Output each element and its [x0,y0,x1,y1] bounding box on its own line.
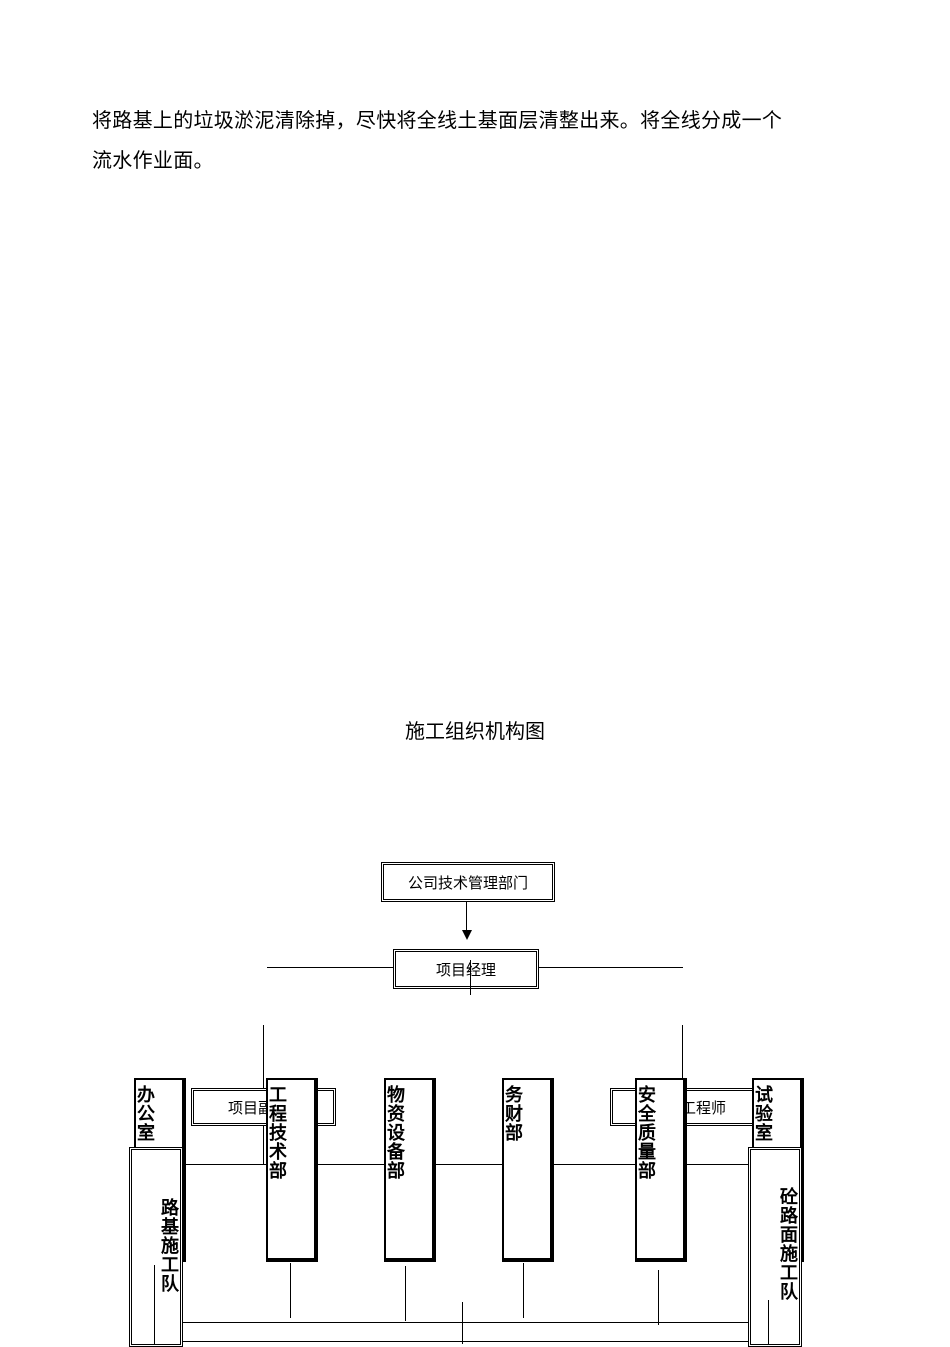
connector-company-manager [466,900,467,932]
chief-engineer-label: 工程师 [681,1098,727,1117]
company-tech-dept-box: 公司技术管理部门 [381,862,555,902]
body-paragraph: 将路基上的垃圾淤泥清除掉，尽快将全线土基面层清整出来。将全线分成一个 流水作业面… [92,100,872,180]
company-tech-dept-label: 公司技术管理部门 [407,873,528,892]
connector-team-bus-bottom [130,1341,800,1342]
connector-dept-bus [183,1164,753,1165]
dept-safety-box: 安全质量部 [635,1078,687,1262]
connector-team-bus-top [160,1322,780,1323]
paragraph-line-1: 将路基上的垃圾淤泥清除掉，尽快将全线土基面层清整出来。将全线分成一个 [92,108,783,132]
team-roadbed-label: 路基施工队 [161,1198,179,1295]
team-roadbed-inner-line [154,1265,155,1345]
connector-team-stem-1 [290,1263,291,1318]
deputy-manager-label: 项目副 [228,1098,274,1117]
project-manager-box: 项目经理 [393,949,539,989]
connector-team-stem-2 [405,1266,406,1321]
connector-manager-through [470,960,471,995]
dept-lab-label: 试验室 [755,1085,773,1144]
dept-engineering-label: 工程技术部 [269,1085,287,1182]
project-manager-label: 项目经理 [435,960,496,979]
connector-manager-right [537,967,683,968]
connector-team-stem-center [462,1302,463,1344]
dept-materials-label: 物资设备部 [387,1085,405,1182]
team-pavement-box: 砼路面施工队 [748,1147,802,1347]
org-chart-title: 施工组织机构图 [405,719,545,743]
dept-finance-label: 务财部 [505,1085,523,1144]
connector-team-stem-4 [658,1270,659,1325]
connector-manager-left [267,967,395,968]
team-roadbed-box: 路基施工队 [129,1147,183,1347]
dept-engineering-box: 工程技术部 [266,1078,318,1262]
team-pavement-inner-line [768,1300,769,1345]
paragraph-line-2: 流水作业面。 [92,148,214,172]
dept-finance-box: 务财部 [502,1078,554,1262]
dept-materials-box: 物资设备部 [384,1078,436,1262]
dept-office-label: 办公室 [137,1085,155,1144]
connector-team-stem-3 [523,1263,524,1318]
dept-safety-label: 安全质量部 [638,1085,656,1182]
team-pavement-label: 砼路面施工队 [780,1187,798,1303]
arrow-down-icon [462,930,472,940]
